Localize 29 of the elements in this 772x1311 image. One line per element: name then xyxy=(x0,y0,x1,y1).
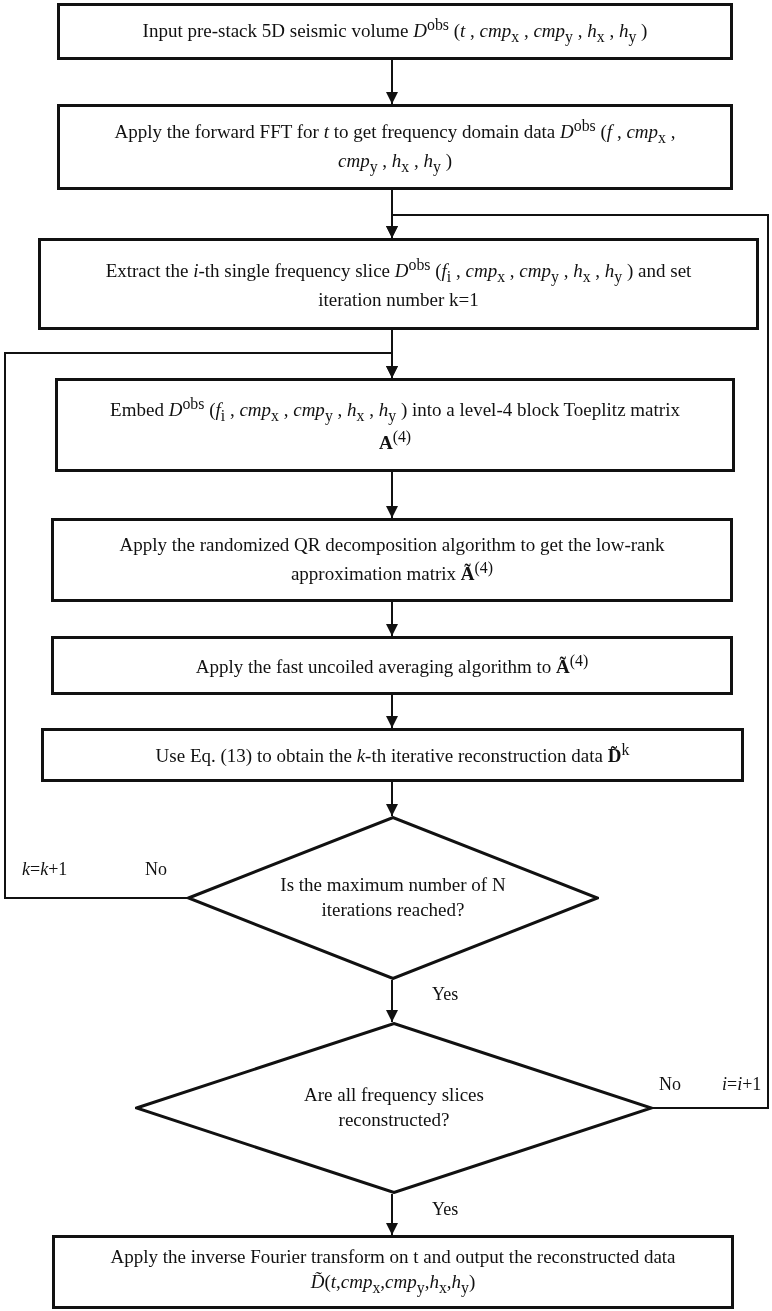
arrow xyxy=(386,979,398,1023)
arrow xyxy=(386,471,398,519)
arrow xyxy=(386,214,769,1109)
process-box xyxy=(52,1235,734,1309)
step-text: Use Eq. (13) to obtain the k-th iterative reconstruction data D̃$^{k}$ xyxy=(155,740,630,769)
step-text: Apply the forward FFT for t to get frequency domain data D$^{obs}$ (f , cmp$_{x}$ , cmp$_{y}$ , h$_{x}$ , h$_{y}$ ) xyxy=(113,116,677,178)
step-text: Input pre-stack 5D seismic volume D$^{obs}$ (t , cmp$_{x}$ , cmp$_{y}$ , h$_{x}$ , h$_{y}$ ) xyxy=(142,15,648,48)
decision-diamond xyxy=(135,1022,653,1194)
decision-diamond xyxy=(187,816,599,980)
step-text: Apply the randomized QR decomposition algorithm to get the low-rank approximation matrix Ã$^{(4)}$ xyxy=(118,533,666,587)
process-box xyxy=(55,378,735,472)
step-text: Are all frequency slices reconstructed? xyxy=(303,1083,485,1132)
arrow xyxy=(386,781,398,817)
process-box xyxy=(51,636,733,695)
step-text: Is the maximum number of N iterations reached? xyxy=(279,873,507,922)
arrow xyxy=(386,59,398,105)
arrow xyxy=(386,1193,398,1236)
step-text: Apply the fast uncoiled averaging algorithm to Ã$^{(4)}$ xyxy=(195,651,589,680)
process-box xyxy=(57,104,733,190)
step-text: Embed D$^{obs}$ (f$_{i}$ , cmp$_{x}$ , cmp$_{y}$ , h$_{x}$ , h$_{y}$ ) into a level-4 block Toeplitz matrix A$^{(4)}$ xyxy=(109,394,681,456)
step-text: Extract the i-th single frequency slice D$^{obs}$ (f$_{i}$ , cmp$_{x}$ , cmp$_{y}$ , h$_{x}$ , h$_{y}$ ) and set iteration number k=1 xyxy=(104,255,693,312)
arrow xyxy=(4,352,398,899)
process-box xyxy=(51,518,733,602)
process-box xyxy=(57,3,733,60)
process-box xyxy=(41,728,744,782)
step-text: Apply the inverse Fourier transform on t and output the reconstructed data D̃(t,cmp$_{x}$,cmp$_{y}$,h$_{x}$,h$_{y}$) xyxy=(109,1245,677,1299)
arrow xyxy=(386,601,398,637)
arrow xyxy=(386,694,398,729)
process-box xyxy=(38,238,759,330)
